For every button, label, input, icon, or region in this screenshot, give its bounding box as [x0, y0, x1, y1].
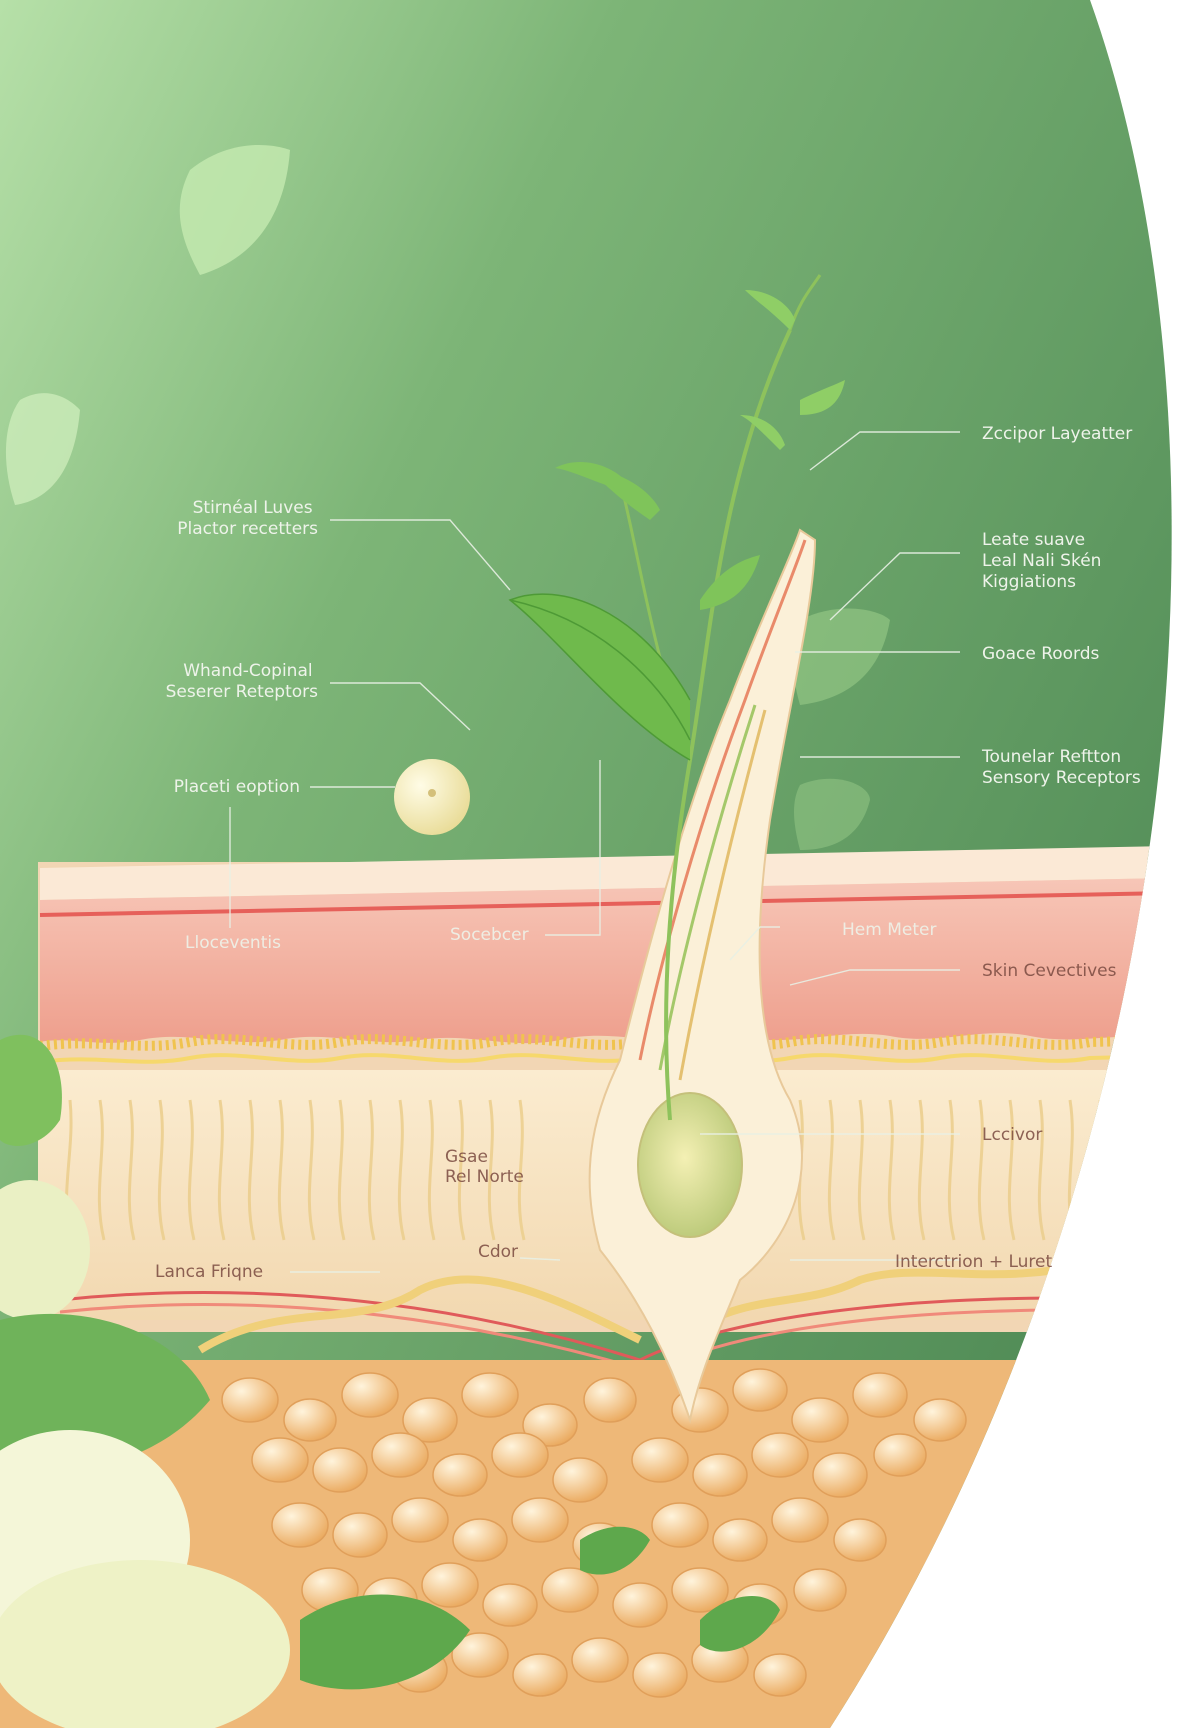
label-left-3: Placeti eoption [174, 777, 300, 797]
label-right-7: Interctrion + Luret [895, 1252, 1053, 1272]
label-inline-1: Lloceventis [185, 933, 281, 953]
hair-bulb [638, 1093, 742, 1237]
label-right-5: Skin Cevectives [982, 961, 1117, 981]
label-right-6: Lccivor [982, 1125, 1042, 1145]
label-inline-3: Hem Meter [842, 920, 936, 940]
label-inline-5: Cdor [478, 1242, 518, 1262]
label-right-3: Goace Roords [982, 644, 1100, 664]
label-right-1: Zccipor Layeatter [982, 424, 1132, 444]
label-left-2: Whand-Copinal Seserer Reteptors [166, 661, 319, 702]
label-right-4: Tounelar Reftton Sensory Receptors [981, 747, 1141, 788]
label-inline-6: Lanca Friqne [155, 1262, 263, 1282]
label-inline-2: Socebcer [450, 925, 529, 945]
label-left-1: Stirnéal Luves Plactor recetters [177, 498, 318, 539]
